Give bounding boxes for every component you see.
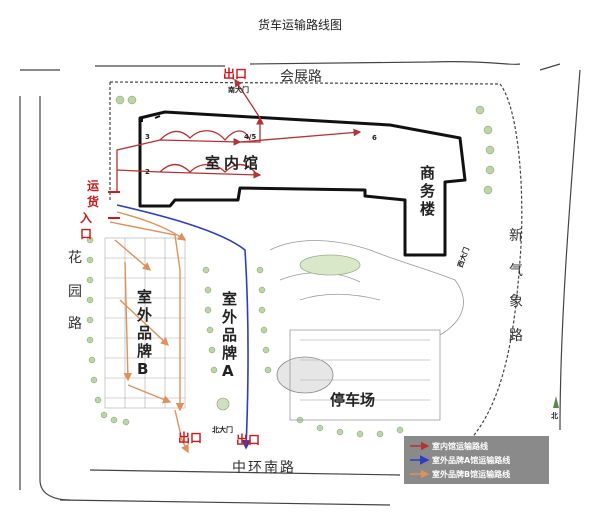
road-label-huizhan: 会展路 [280, 69, 322, 85]
compass-icon: 北 [551, 396, 559, 420]
svg-text:路: 路 [509, 328, 523, 344]
svg-text:室外品牌B馆运输路线: 室外品牌B馆运输路线 [432, 469, 510, 479]
svg-text:外: 外 [221, 308, 237, 326]
svg-text:新: 新 [509, 228, 523, 244]
legend-item-brand-b: 室外品牌B馆运输路线 [410, 469, 510, 479]
outdoor-b-label: 室 外 品 牌 B [136, 288, 152, 378]
svg-text:外: 外 [136, 306, 152, 324]
dock-number-4-5: 4/5 [244, 133, 256, 141]
indoor-hall-label: 室内馆 [205, 154, 262, 172]
road-label-huayuan: 花 园 路 [68, 250, 82, 332]
svg-text:室内馆运输路线: 室内馆运输路线 [432, 441, 488, 451]
legend: 室内馆运输路线 室外品牌A馆运输路线 室外品牌B馆运输路线 [404, 436, 549, 484]
road-label-zhonghuannan: 中环南路 [232, 460, 296, 476]
svg-text:气: 气 [509, 263, 523, 279]
north-gate-label: 北大门 [212, 425, 233, 434]
indoor-route [116, 78, 362, 192]
svg-text:B: B [137, 360, 148, 378]
svg-text:品: 品 [222, 326, 237, 344]
garden-area [269, 240, 464, 421]
svg-text:运: 运 [87, 179, 99, 193]
west-gate-label: 西大门 [455, 246, 471, 269]
svg-text:品: 品 [137, 324, 152, 342]
svg-text:室: 室 [137, 288, 152, 306]
road-outlines [19, 61, 581, 506]
svg-text:路: 路 [68, 316, 82, 332]
svg-text:商: 商 [420, 164, 435, 182]
svg-text:园: 园 [68, 284, 82, 300]
outdoor-a-label: 室 外 品 牌 A [221, 290, 237, 380]
entry-label: 运 货 入 口 [80, 179, 99, 241]
legend-item-indoor: 室内馆运输路线 [410, 441, 488, 451]
brand-b-route [109, 211, 189, 454]
dock-number-3: 3 [145, 133, 150, 141]
svg-text:货: 货 [87, 194, 99, 209]
svg-text:牌: 牌 [222, 344, 237, 362]
exit-label-south-b: 出口 [178, 430, 202, 445]
road-label-xinqixiang: 新 气 象 路 [509, 228, 523, 344]
map-title: 货车运输路线图 [257, 18, 342, 32]
svg-text:入: 入 [80, 211, 92, 225]
business-building-label: 商 务 楼 [420, 164, 436, 218]
tree-rows [86, 95, 495, 438]
south-gate-label: 南大门 [228, 85, 249, 94]
tree-icon [216, 397, 230, 411]
svg-text:室外品牌A馆运输路线: 室外品牌A馆运输路线 [432, 455, 510, 465]
entry-marker [108, 191, 120, 219]
dock-number-6: 6 [372, 134, 377, 142]
svg-text:象: 象 [509, 294, 523, 310]
svg-text:口: 口 [80, 227, 92, 241]
legend-item-brand-a: 室外品牌A馆运输路线 [410, 455, 510, 465]
svg-text:A: A [222, 362, 234, 380]
svg-text:牌: 牌 [137, 342, 152, 360]
svg-text:室: 室 [222, 290, 237, 308]
brand-a-route [116, 204, 252, 450]
svg-text:楼: 楼 [420, 200, 435, 218]
svg-text:务: 务 [420, 182, 436, 200]
exit-label-south-a: 出口 [236, 432, 260, 447]
svg-text:花: 花 [68, 250, 82, 266]
indoor-hall-building [138, 110, 467, 257]
dock-number-2: 2 [145, 168, 150, 176]
svg-text:北: 北 [551, 411, 558, 420]
parking-label: 停车场 [330, 391, 375, 409]
exit-label-north: 出口 [223, 66, 247, 81]
